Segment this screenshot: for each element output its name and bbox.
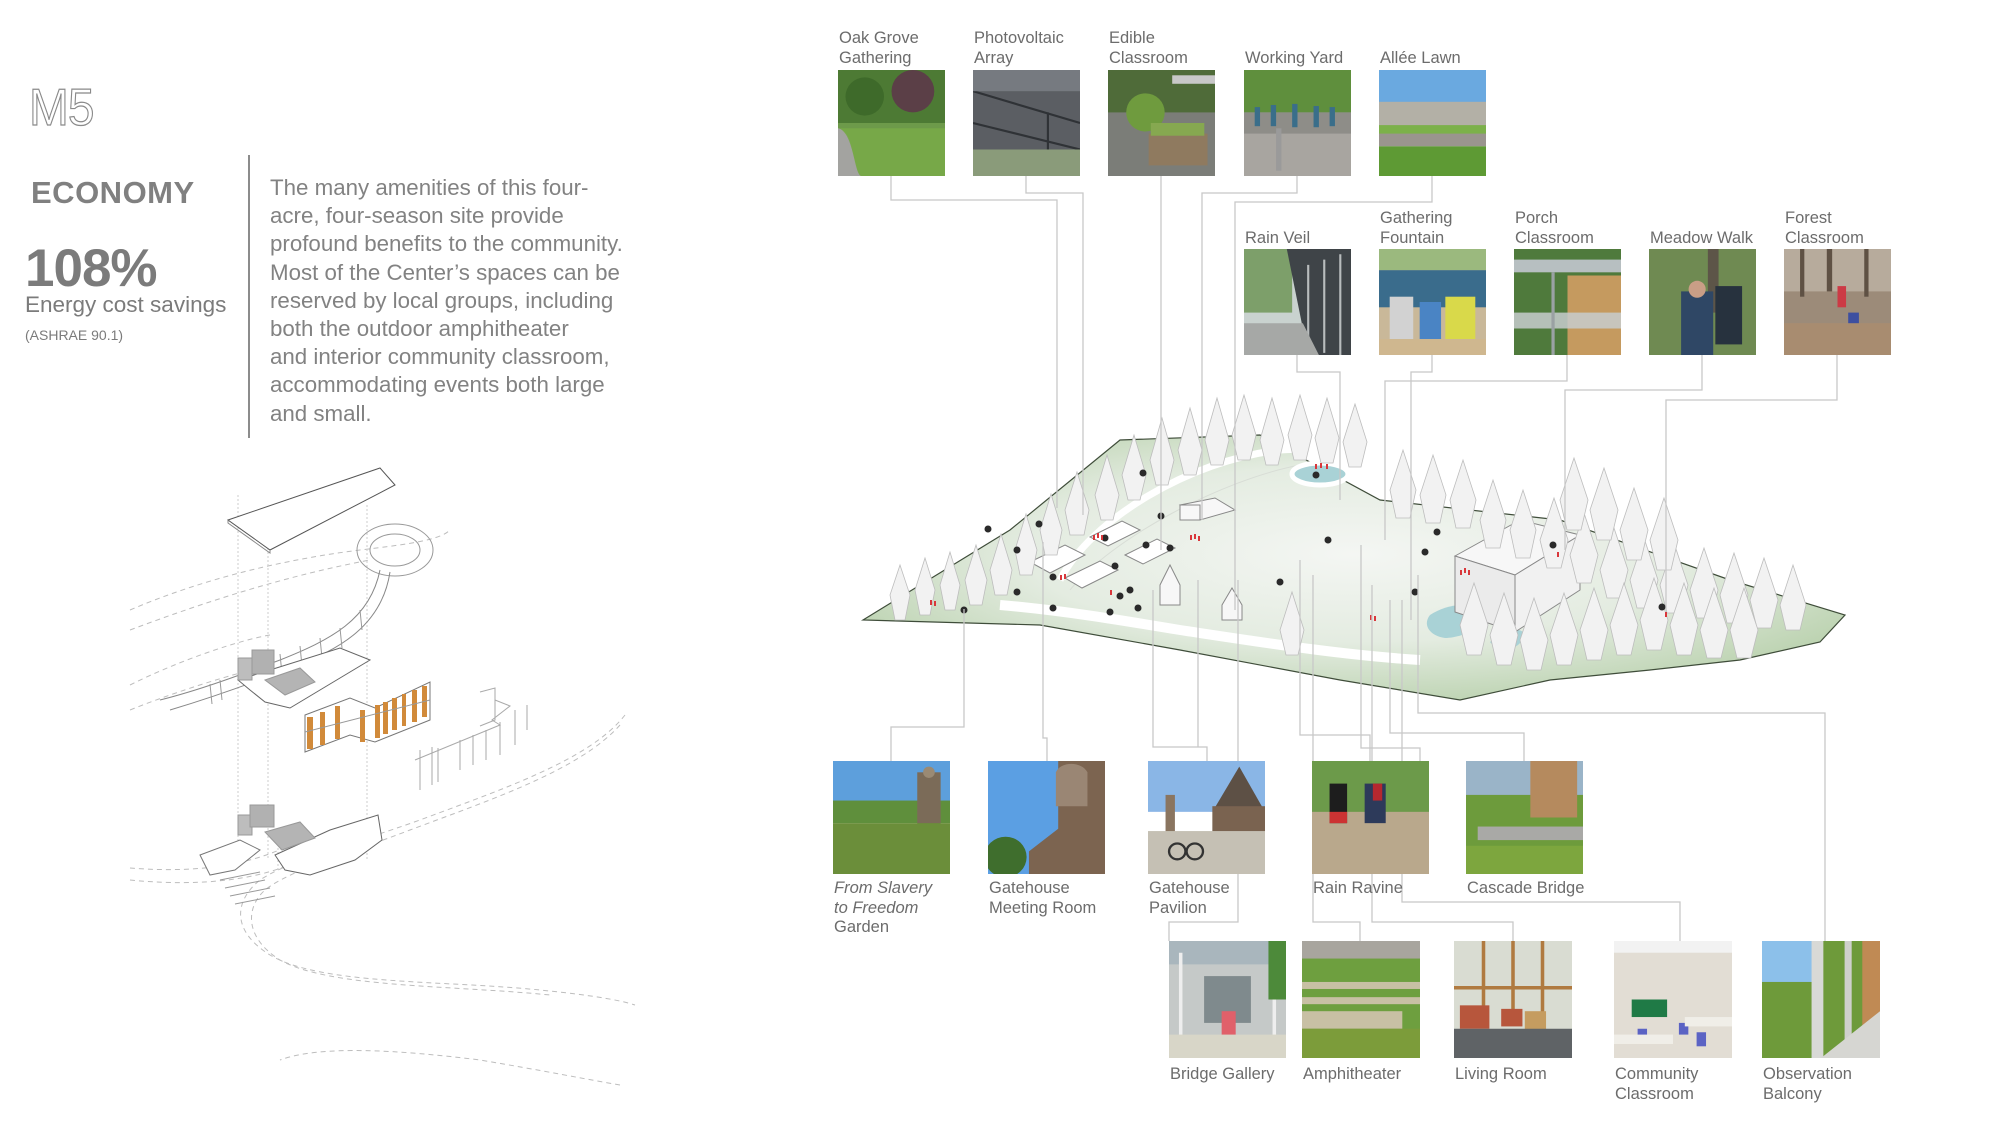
label-amphitheater: Amphitheater [1303, 1065, 1402, 1083]
description-paragraph: The many amenities of this four- acre, f… [270, 174, 690, 428]
vertical-divider [248, 155, 250, 438]
sheet-id: M5 [28, 78, 95, 137]
photo-meadow-walk [1649, 249, 1756, 355]
label-cascade-bridge: Cascade Bridge [1467, 879, 1585, 897]
metric-source: (ASHRAE 90.1) [25, 327, 124, 343]
photo-observation-balcony [1762, 941, 1880, 1058]
photo-community-classroom [1614, 941, 1732, 1058]
label-meadow-walk: Meadow Walk [1650, 229, 1754, 247]
description-line: both the outdoor amphitheater [270, 316, 569, 342]
category-heading: ECONOMY [31, 175, 195, 210]
description-line: Most of the Center’s spaces can be [270, 259, 620, 285]
photo-amphitheater [1302, 941, 1420, 1058]
description-line: reserved by local groups, including [270, 287, 614, 313]
photo-from-slavery-to-freedom-garden [833, 761, 950, 874]
photo-rain-ravine [1312, 761, 1429, 874]
description-line: The many amenities of this four- [270, 175, 589, 200]
photo-oak-grove-gathering [838, 70, 945, 176]
photo-rain-veil [1244, 249, 1351, 355]
label-bridge-gallery: Bridge Gallery [1170, 1065, 1275, 1083]
photo-gatehouse-pavilion [1148, 761, 1265, 874]
metric-value: 108% [25, 239, 158, 298]
photo-bridge-gallery [1169, 941, 1286, 1058]
metric-label: Energy cost savings [25, 292, 227, 317]
photo-allee-lawn [1379, 70, 1486, 176]
photo-working-yard [1244, 70, 1351, 176]
description-line: acre, four-season site provide [270, 203, 564, 229]
photo-gathering-fountain [1379, 249, 1486, 355]
photo-porch-classroom [1514, 249, 1621, 355]
label-working-yard: Working Yard [1245, 49, 1344, 67]
label-rain-ravine: Rain Ravine [1313, 879, 1403, 897]
photo-photovoltaic-array [973, 70, 1080, 176]
label-rain-veil: Rain Veil [1245, 229, 1311, 247]
site-plan-diagram [860, 393, 1847, 701]
exploded-axonometric-drawing [129, 467, 636, 1086]
photo-cascade-bridge [1466, 761, 1583, 874]
description-line: and small. [270, 400, 372, 426]
photo-living-room [1454, 941, 1572, 1058]
photo-gatehouse-meeting-room [988, 761, 1105, 874]
photo-edible-classroom [1108, 70, 1215, 176]
description-line: accommodating events both large [270, 372, 605, 398]
label-allee-lawn: Allée Lawn [1380, 49, 1461, 67]
photo-forest-classroom [1784, 249, 1891, 355]
description-line: profound benefits to the community. [270, 231, 623, 257]
description-line: and interior community classroom, [270, 344, 610, 370]
label-living-room: Living Room [1455, 1065, 1547, 1083]
